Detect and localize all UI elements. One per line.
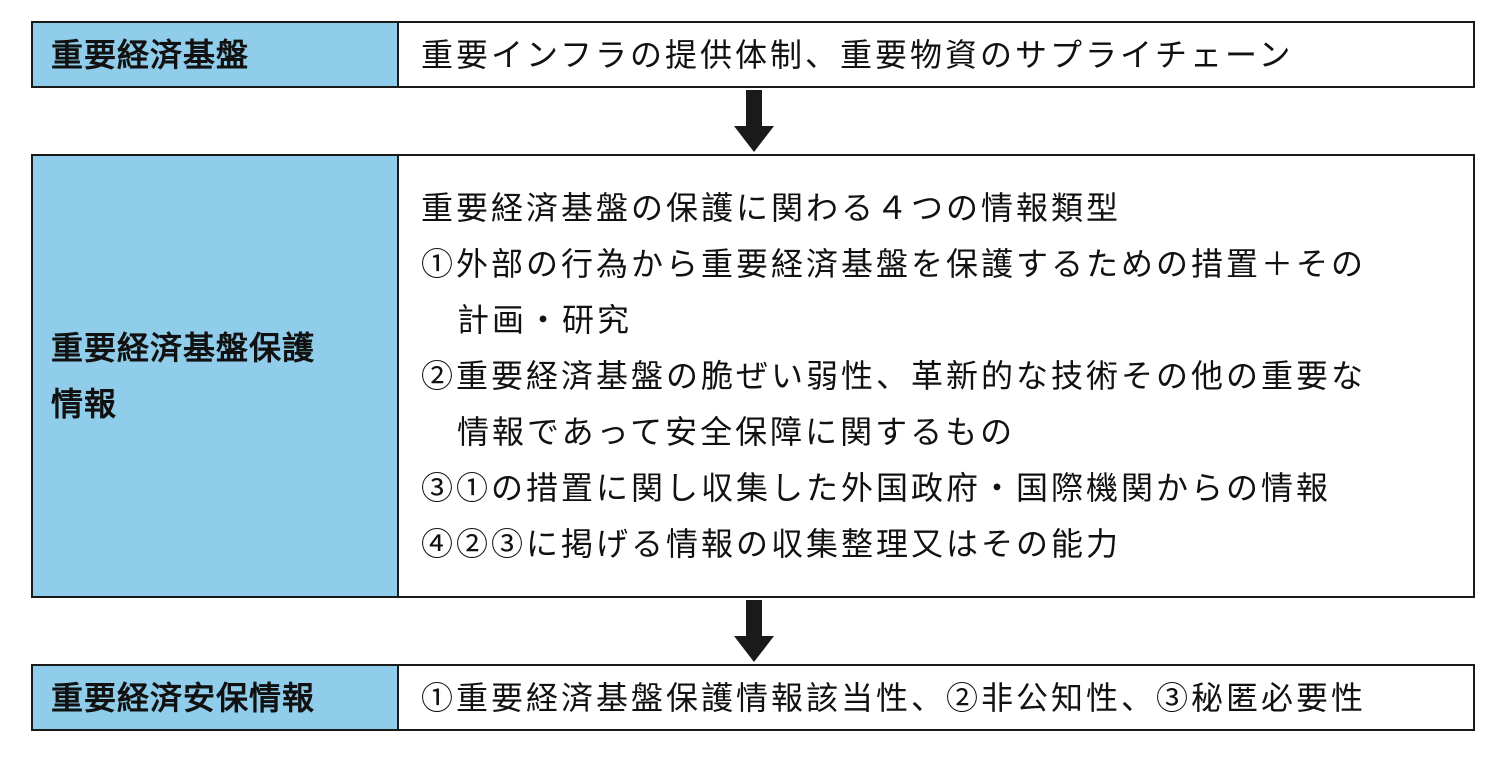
- label-text: 重要経済基盤: [51, 35, 250, 74]
- content-critical-economic-infrastructure: 重要インフラの提供体制、重要物資のサプライチェーン: [399, 23, 1473, 86]
- content-line: ④②③に掲げる情報の収集整理又はその能力: [421, 525, 1122, 563]
- content-economic-security-information: ①重要経済基盤保護情報該当性、②非公知性、③秘匿必要性: [399, 666, 1473, 729]
- content-line: ②重要経済基盤の脆ぜい弱性、革新的な技術その他の重要な: [421, 357, 1367, 395]
- row-critical-economic-infrastructure: 重要経済基盤 重要インフラの提供体制、重要物資のサプライチェーン: [31, 21, 1475, 88]
- down-arrow-icon: [734, 600, 774, 662]
- label-text-line: 重要経済基盤保護: [51, 329, 316, 367]
- label-critical-economic-infrastructure: 重要経済基盤: [33, 23, 399, 86]
- label-text-line: 情報: [51, 385, 118, 423]
- label-economic-security-information: 重要経済安保情報: [33, 666, 399, 729]
- content-line: 計画・研究: [457, 301, 633, 339]
- label-text: 重要経済安保情報: [51, 678, 316, 717]
- label-protection-information: 重要経済基盤保護 情報: [33, 156, 399, 596]
- content-protection-information: 重要経済基盤の保護に関わる４つの情報類型 ①外部の行為から重要経済基盤を保護する…: [399, 156, 1473, 596]
- row-protection-information: 重要経済基盤保護 情報 重要経済基盤の保護に関わる４つの情報類型 ①外部の行為か…: [31, 154, 1475, 598]
- content-line: 重要経済基盤の保護に関わる４つの情報類型: [421, 189, 1122, 227]
- content-line: ①外部の行為から重要経済基盤を保護するための措置＋その: [421, 245, 1367, 283]
- content-line: 重要インフラの提供体制、重要物資のサプライチェーン: [421, 35, 1294, 74]
- down-arrow-icon: [734, 90, 774, 152]
- content-line: ③①の措置に関し収集した外国政府・国際機関からの情報: [421, 469, 1332, 507]
- content-line: ①重要経済基盤保護情報該当性、②非公知性、③秘匿必要性: [421, 678, 1367, 717]
- content-line: 情報であって安全保障に関するもの: [457, 413, 1016, 451]
- row-economic-security-information: 重要経済安保情報 ①重要経済基盤保護情報該当性、②非公知性、③秘匿必要性: [31, 664, 1475, 731]
